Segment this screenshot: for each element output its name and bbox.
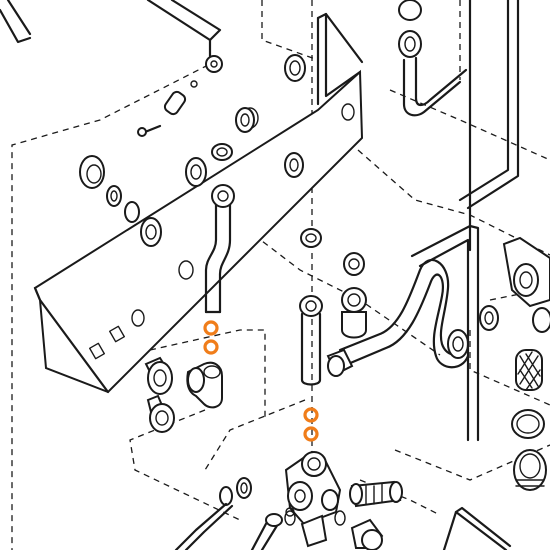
- s-bend-pipe: [326, 258, 470, 377]
- bent-connecting-pipe: [204, 184, 235, 314]
- nut-right-rail: [284, 152, 304, 178]
- nipple-fitting-1: [144, 356, 173, 395]
- upper-housing-bracket: [0, 0, 223, 73]
- o-ring-1: [203, 320, 219, 336]
- corner-bracket-bottom-right: [442, 506, 512, 550]
- screw: [137, 124, 162, 137]
- o-ring-4: [303, 426, 319, 442]
- washer-left-2: [124, 201, 140, 223]
- mounting-rail: [33, 12, 364, 394]
- center-nut-stack: [341, 252, 367, 339]
- threaded-nipple-bottom: [349, 480, 403, 508]
- bottom-left-small-parts: [174, 477, 295, 550]
- o-ring-seal-lower-center-pair: [303, 407, 319, 442]
- left-fittings: [79, 54, 306, 247]
- o-ring-seal-upper-left-pair: [203, 320, 219, 355]
- nut-center: [235, 107, 255, 133]
- mesh-filter: [515, 349, 543, 391]
- nipple-fitting-2: [146, 394, 175, 433]
- washer-upper: [211, 143, 233, 161]
- tee-fitting-bottom: [284, 450, 346, 548]
- nut-upper-center: [284, 54, 306, 82]
- threaded-nut-right: [513, 449, 547, 491]
- threaded-connector: [326, 348, 354, 377]
- bottom-right-fitting: [350, 518, 384, 550]
- nut-left-3: [140, 217, 162, 247]
- o-ring-3: [303, 407, 319, 423]
- right-valve-cluster: [479, 236, 550, 491]
- right-long-pipes: [398, 0, 520, 442]
- nut-mid: [185, 157, 207, 187]
- washer-left-1: [106, 185, 122, 207]
- o-ring-2: [203, 339, 219, 355]
- nut-outer-left: [79, 155, 105, 189]
- large-o-ring: [511, 409, 545, 439]
- elbow-fitting-left: [186, 361, 223, 409]
- pin-sleeve: [163, 90, 187, 116]
- straight-tube-center: [299, 228, 323, 386]
